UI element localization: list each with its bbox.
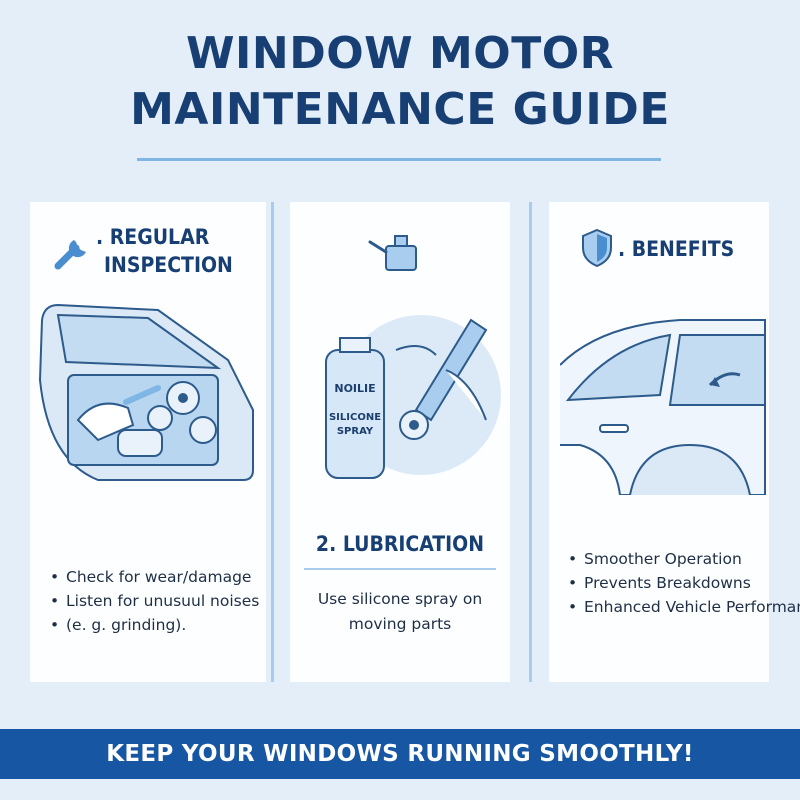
column-divider (529, 202, 532, 682)
spray-label-1: SILICONE (329, 412, 381, 423)
list-item-continuation: (e. g. grinding). (48, 613, 259, 637)
column-divider (271, 202, 274, 682)
list-item: Smoother Operation (566, 547, 800, 571)
page-title: WINDOW MOTOR MAINTENANCE GUIDE (0, 26, 800, 138)
panel-lubrication-heading: 2. LUBRICATION (315, 532, 485, 556)
panel-inspection-bullets: Check for wear/damage Listen for unusuul… (48, 565, 259, 637)
list-item: Prevents Breakdowns (566, 571, 800, 595)
shield-icon (582, 228, 612, 268)
wrench-icon (54, 240, 86, 270)
panel-lubrication-text-line-2: moving parts (348, 615, 452, 633)
list-item-text: (e. g. grinding). (66, 616, 187, 634)
panel-lubrication-text-line-1: Use silicone spray on (317, 590, 483, 608)
title-divider (137, 158, 661, 161)
footer-banner-text: KEEP YOUR WINDOWS RUNNING SMOOTHLY! (106, 741, 694, 767)
panel-lubrication-text: Use silicone spray on moving parts (290, 587, 510, 637)
panel-benefits-bullets: Smoother Operation Prevents Breakdowns E… (566, 547, 800, 619)
page-title-line-2: MAINTENANCE GUIDE (130, 84, 670, 135)
footer-banner: KEEP YOUR WINDOWS RUNNING SMOOTHLY! (0, 729, 800, 779)
page-title-line-1: WINDOW MOTOR (186, 28, 614, 79)
spray-brand: NOILIE (334, 382, 375, 395)
list-item: Enhanced Vehicle Performance (566, 595, 800, 619)
spray-label-2: SPRAY (337, 426, 374, 437)
oil-can-icon (368, 235, 417, 271)
panel-inspection-heading-2: INSPECTION (104, 253, 233, 277)
car-door-motor-illustration (38, 303, 254, 481)
panel-benefits-heading: . BENEFITS (618, 237, 735, 261)
list-item: Check for wear/damage (48, 565, 259, 589)
footer-strip (0, 779, 800, 800)
car-side-illustration (560, 319, 766, 495)
panel-lubrication-separator (304, 568, 496, 570)
silicone-spray-illustration: NOILIE SILICONE SPRAY (325, 315, 501, 479)
list-item: Listen for unusuul noises (48, 589, 259, 613)
panel-inspection-heading-1: . REGULAR (96, 225, 210, 249)
